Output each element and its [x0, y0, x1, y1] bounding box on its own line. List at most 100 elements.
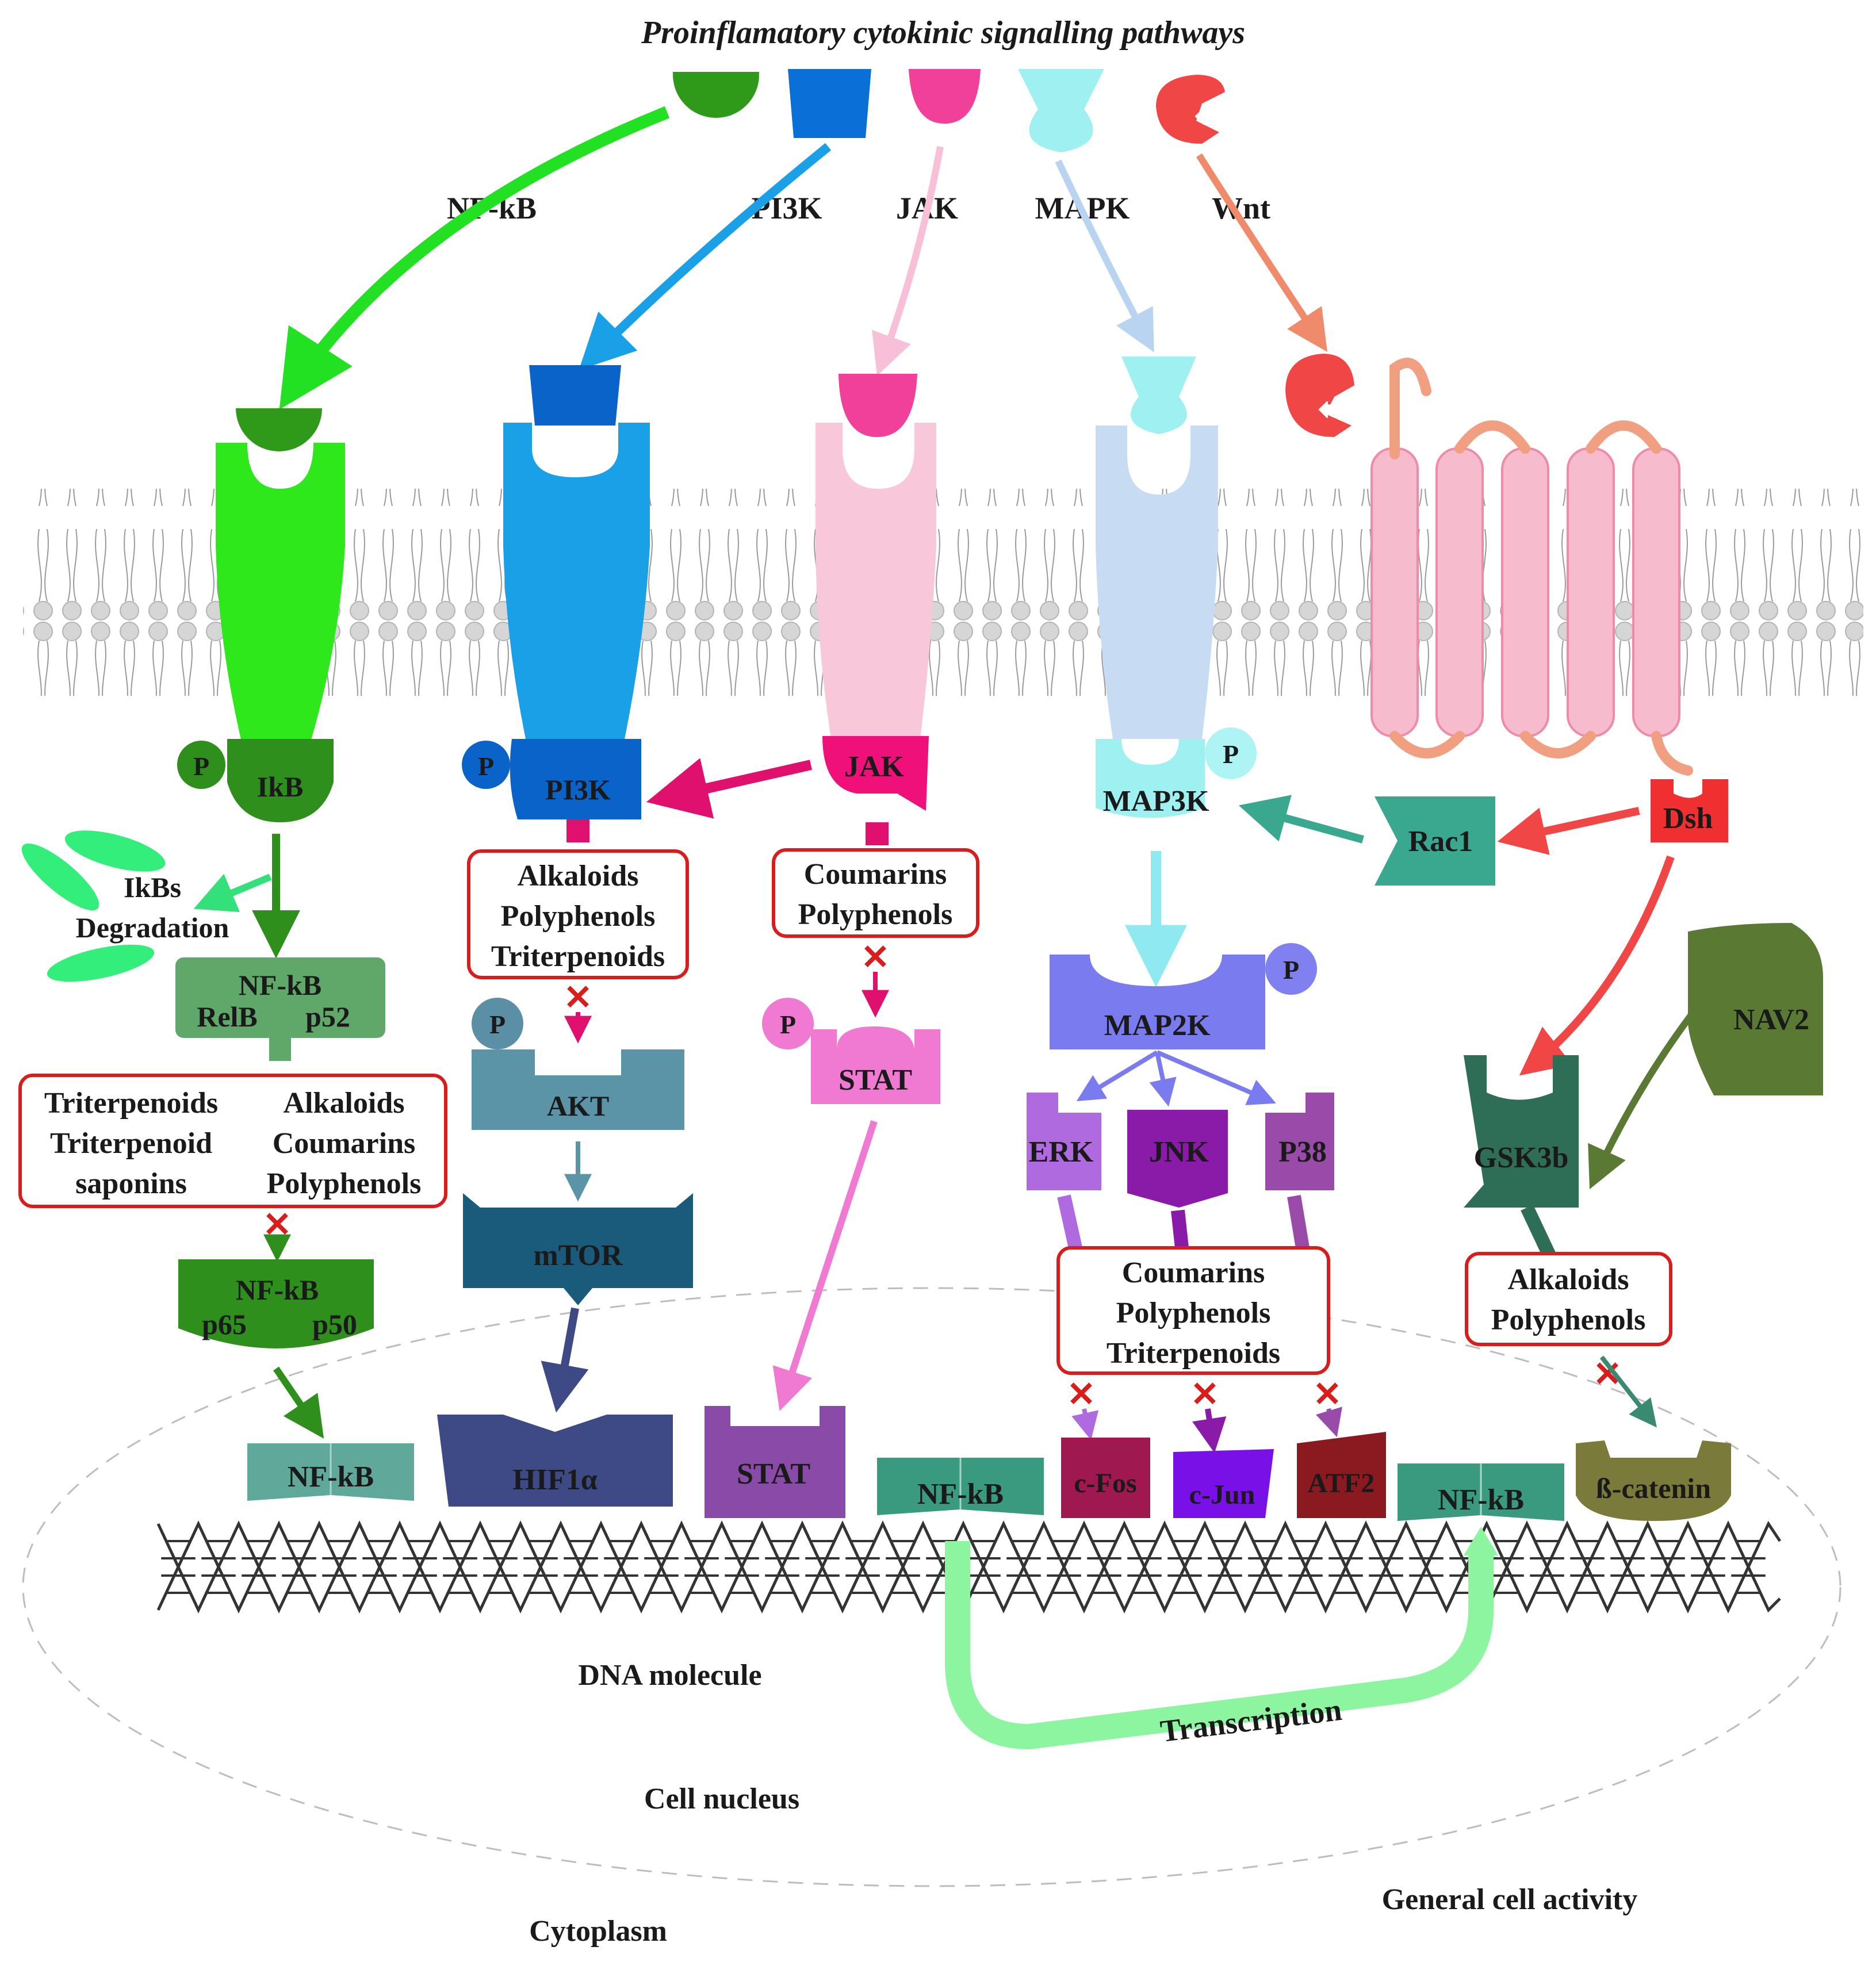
mtor-label: mTOR [533, 1239, 623, 1272]
pi3k-label: PI3K [545, 773, 611, 806]
arrow-to-cjun [1192, 1408, 1227, 1453]
nfkb-nuclear-1-label: NF-kB [288, 1461, 374, 1493]
pi3k-phospho-badge [462, 741, 510, 789]
stat-phospho-badge [762, 998, 814, 1049]
p50-label: p50 [312, 1308, 357, 1340]
transcription-arrowhead [1464, 1527, 1498, 1555]
wnt-receptor-ligand-glyph-icon: ⬅ [1317, 388, 1351, 432]
nfkb-receptor [216, 443, 345, 742]
cfos-protein [1061, 1438, 1150, 1518]
arrow-nav2-to-gsk3b [1588, 998, 1705, 1190]
arrow-to-cfos [1071, 1408, 1099, 1440]
stat-protein [811, 1026, 940, 1104]
erk-stem [1057, 1194, 1082, 1250]
nav2-protein [1687, 923, 1823, 1095]
nfkb-active-top-label: NF-kB [236, 1274, 319, 1306]
nfkb-nuclear-3-label: NF-kB [1438, 1484, 1524, 1516]
frizzled-loops [1389, 358, 1693, 776]
nfkb-inhibitor-left-2: Triterpenoid [50, 1127, 212, 1160]
map3k-phospho-label: P [1223, 739, 1239, 769]
arrow-wnt-ligand [1196, 153, 1327, 352]
wnt-inhibitor-box [1465, 1252, 1672, 1346]
arrow-stat-to-nucleus [772, 1120, 878, 1411]
mtor-stem [564, 1288, 592, 1305]
jak-ligand [909, 69, 981, 124]
dna-rungs [161, 1540, 1766, 1594]
arrow-pi3k-ligand [579, 143, 832, 370]
general-cell-activity-label: General cell activity [1382, 1883, 1638, 1916]
transcription-path [945, 1541, 1494, 1750]
jnk-stem [1171, 1209, 1189, 1249]
rac1-label: Rac1 [1408, 825, 1473, 858]
pi3k-ligand [788, 69, 871, 138]
cjun-label: c-Jun [1189, 1480, 1255, 1510]
relb-label: RelB [197, 1001, 258, 1033]
p38-protein [1265, 1093, 1334, 1190]
pi3k-receptor-ligand [529, 365, 621, 426]
gsk3b-protein [1464, 1055, 1579, 1208]
nfkb-inhibitor-right-1: Alkaloids [284, 1087, 405, 1120]
arrow-map2k-to-p38 [1156, 1050, 1276, 1105]
jak-inhibitor-1: Coumarins [804, 858, 947, 891]
pi3k-inhibitor-1: Alkaloids [518, 860, 639, 892]
stat-nuclear-protein [705, 1406, 845, 1518]
nfkb-nuclear-2-label: NF-kB [917, 1478, 1004, 1511]
nfkb-ligand-shape [673, 72, 759, 115]
pi3k-inhibitor-2: Polyphenols [501, 900, 656, 933]
ikbs-label: IkBs [124, 871, 181, 903]
pi3k-receptor [503, 423, 650, 742]
map2k-phospho-badge [1265, 943, 1317, 995]
complex-stem [269, 1038, 291, 1061]
arrow-map2k-to-erk [1076, 1050, 1159, 1101]
akt-protein [472, 1049, 684, 1130]
arrow-nfkb-ligand [279, 106, 670, 410]
nfkb-complex-top-label: NF-kB [239, 969, 321, 1001]
mapk-ligand [1018, 69, 1104, 152]
gsk3b-label: GSK3b [1474, 1141, 1569, 1174]
wnt-inhibitor-1: Alkaloids [1508, 1263, 1629, 1296]
ikb-protein [227, 739, 334, 822]
cfos-block-x-icon: ✕ [1067, 1375, 1096, 1413]
map2k-phospho-label: P [1283, 955, 1299, 984]
nfkb-block-x-icon: ✕ [263, 1206, 292, 1244]
arrow-jak-to-pi3k [646, 758, 812, 819]
pi3k-stem [566, 819, 589, 842]
arrow-p65-to-nucleus [273, 1366, 324, 1439]
bcatenin-label: ß-catenin [1596, 1472, 1711, 1504]
p38-stem [1287, 1195, 1310, 1249]
arrow-jak-ligand [872, 145, 944, 376]
stat-label: STAT [839, 1064, 912, 1097]
map2k-protein [1050, 955, 1265, 1049]
nfkb-inhibitor-box [18, 1074, 447, 1208]
cfos-label: c-Fos [1074, 1468, 1136, 1499]
arrow-map2k-to-jnk [1149, 1052, 1177, 1107]
arrow-to-bcatenin [1599, 1355, 1657, 1428]
arrow-mtor-to-hif [541, 1307, 589, 1413]
wnt-receptor-ligand [1285, 354, 1354, 437]
pi3k-phospho-label: P [478, 752, 494, 781]
jak-label: JAK [844, 750, 905, 783]
stat-phospho-label: P [780, 1010, 796, 1039]
p52-label: p52 [305, 1001, 350, 1033]
stat-nuclear-label: STAT [737, 1458, 810, 1490]
mapk-receptor [1096, 426, 1218, 739]
map3k-label: MAP3K [1103, 785, 1209, 818]
dsh-label: Dsh [1663, 802, 1713, 835]
degradation-label: Degradation [76, 911, 229, 944]
wnt-ligand-glyph-icon: ⬅ [1193, 94, 1227, 139]
jak-inhibitor-2: Polyphenols [798, 898, 953, 931]
p65-label: p65 [202, 1308, 247, 1340]
nav2-label: NAV2 [1733, 1003, 1809, 1036]
pi3k-block-x-icon: ✕ [564, 979, 592, 1017]
dsh-protein [1651, 779, 1728, 842]
arrow-rac1-to-map3k [1238, 795, 1364, 844]
dna-molecule-label: DNA molecule [578, 1659, 761, 1692]
jak-stem [866, 822, 889, 845]
jak-receptor [816, 423, 936, 739]
mapk-inhibitor-box [1056, 1246, 1330, 1375]
pi3k-inhibitor-3: Triterpenoids [491, 940, 665, 973]
ikb-label: IkB [257, 771, 304, 803]
frizzled-receptor [1370, 447, 1680, 737]
p38-label: P38 [1278, 1136, 1327, 1168]
